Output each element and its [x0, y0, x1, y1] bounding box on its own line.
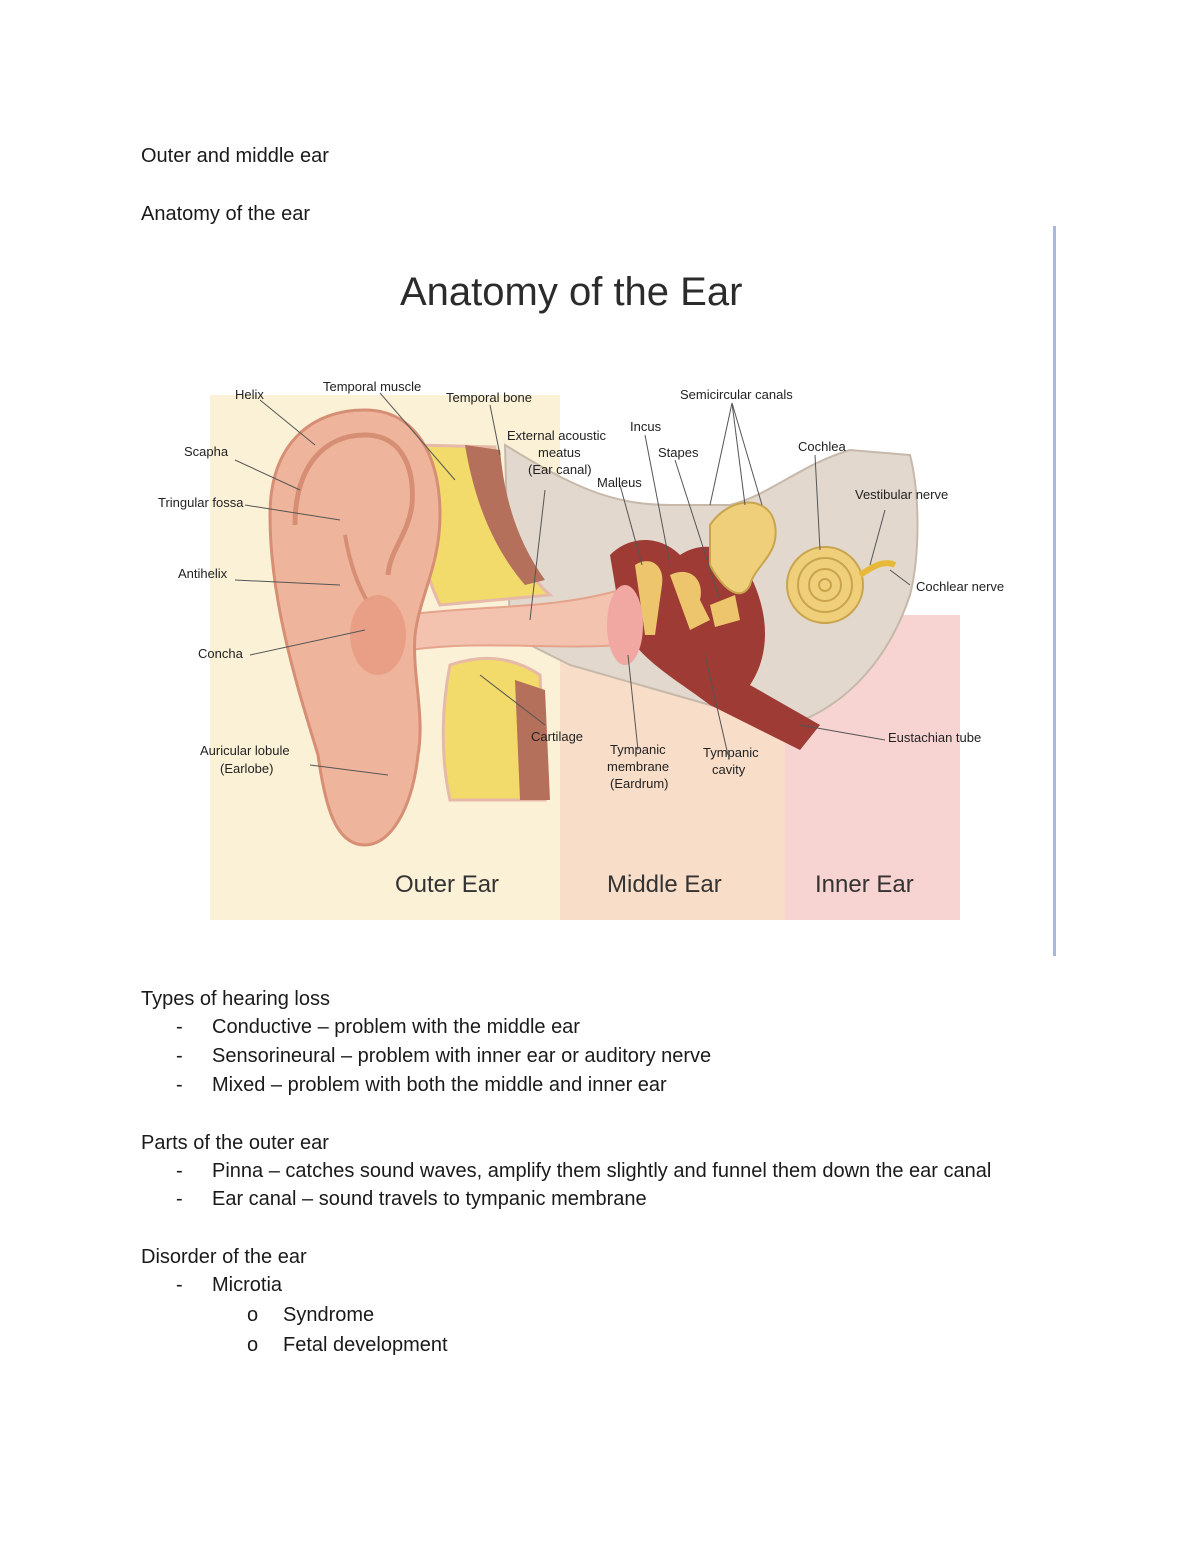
sub-list-item-text: Fetal development — [283, 1334, 448, 1356]
section-heading-outer-ear: Parts of the outer ear — [141, 1132, 329, 1154]
label-cochlea: Cochlea — [798, 439, 846, 454]
muscle-lower-shape — [515, 680, 550, 800]
tympanic-cavity-shape — [610, 540, 820, 750]
figure-title: Anatomy of the Ear — [400, 270, 742, 314]
temporal-muscle-shape — [465, 445, 545, 585]
section-heading-hearing-loss: Types of hearing loss — [141, 988, 330, 1010]
list-item-text: Sensorineural – problem with inner ear o… — [212, 1045, 712, 1067]
list-item-text: Ear canal – sound travels to tympanic me… — [212, 1188, 647, 1210]
dash-marker: - — [176, 1274, 183, 1296]
list-item-text: Mixed – problem with both the middle and… — [212, 1074, 667, 1096]
dash-marker: - — [176, 1016, 183, 1038]
list-item-text: Conductive – problem with the middle ear — [212, 1016, 580, 1038]
region-label-inner: Inner Ear — [815, 871, 914, 898]
label-tympanic-cav-1: Tympanic — [703, 745, 759, 760]
page-title: Outer and middle ear — [141, 145, 329, 167]
label-vestibular: Vestibular nerve — [855, 487, 948, 502]
label-eustachian: Eustachian tube — [888, 730, 981, 745]
leader-lines — [234, 392, 911, 776]
label-tympanic-mem-2: membrane — [607, 759, 669, 774]
cochlear-nerve-shape — [858, 560, 897, 578]
dash-marker: - — [176, 1045, 183, 1067]
label-tympanic-mem-1: Tympanic — [610, 742, 666, 757]
list-item-text: Pinna – catches sound waves, amplify the… — [212, 1160, 992, 1182]
page-margin-rule — [1053, 226, 1056, 956]
label-temporal-muscle: Temporal muscle — [323, 379, 421, 394]
label-lobule-1: Auricular lobule — [200, 743, 290, 758]
label-antihelix: Antihelix — [178, 566, 228, 581]
stapes-shape — [710, 595, 740, 627]
label-scapha: Scapha — [184, 444, 229, 459]
label-incus: Incus — [630, 419, 662, 434]
malleus-shape — [635, 561, 663, 635]
incus-shape — [670, 571, 710, 630]
label-ext-meatus-2: meatus — [538, 445, 581, 460]
dash-marker: - — [176, 1188, 183, 1210]
ear-anatomy-figure: Anatomy of the Ear Helix Temporal muscle… — [158, 270, 1004, 920]
label-ext-meatus-3: (Ear canal) — [528, 462, 592, 477]
helix-fold — [292, 432, 415, 576]
label-ext-meatus-1: External acoustic — [507, 428, 606, 443]
label-temporal-bone: Temporal bone — [446, 390, 532, 405]
label-cartilage: Cartilage — [531, 729, 583, 744]
label-concha: Concha — [198, 646, 244, 661]
label-triangular: Tringular fossa — [158, 495, 244, 510]
label-cochlear-nerve: Cochlear nerve — [916, 579, 1004, 594]
label-semicircular: Semicircular canals — [680, 387, 793, 402]
sub-list-item-text: Syndrome — [283, 1304, 375, 1326]
label-stapes: Stapes — [658, 445, 699, 460]
label-helix: Helix — [235, 387, 264, 402]
region-label-outer: Outer Ear — [395, 871, 499, 898]
dash-marker: - — [176, 1160, 183, 1182]
label-malleus: Malleus — [597, 475, 642, 490]
label-tympanic-cav-2: cavity — [712, 762, 746, 777]
circle-bullet-marker: o — [247, 1304, 259, 1326]
region-label-middle: Middle Ear — [607, 871, 722, 898]
dash-marker: - — [176, 1074, 183, 1096]
section-heading-disorder: Disorder of the ear — [141, 1246, 307, 1268]
label-tympanic-mem-3: (Eardrum) — [610, 776, 669, 791]
list-item-text: Microtia — [212, 1274, 283, 1296]
section-heading-anatomy: Anatomy of the ear — [141, 203, 310, 225]
concha-shape — [350, 595, 406, 675]
circle-bullet-marker: o — [247, 1334, 259, 1356]
label-lobule-2: (Earlobe) — [220, 761, 273, 776]
eardrum-shape — [607, 585, 643, 665]
